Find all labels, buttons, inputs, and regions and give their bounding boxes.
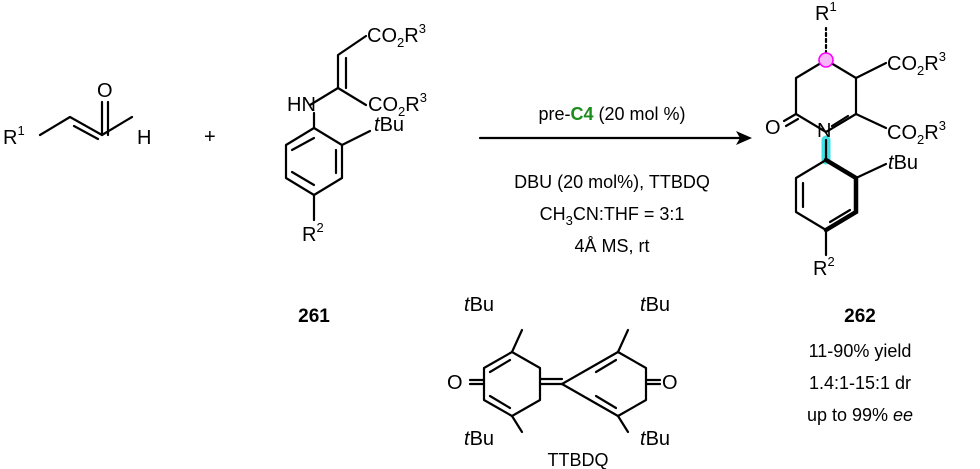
stereocenter-highlight <box>818 52 834 68</box>
261-tbu-label: tBu <box>374 114 404 136</box>
result-dr: 1.4:1-15:1 dr <box>809 373 911 393</box>
reaction-arrow <box>478 131 752 145</box>
ttbdq-tbu-bottom-right: tBu <box>640 428 670 450</box>
261-nh-label: HN <box>287 94 316 116</box>
result-yield: 11-90% yield <box>809 341 912 361</box>
enal-oxygen-label: O <box>97 80 113 102</box>
262-tbu-label: tBu <box>888 152 918 174</box>
condition-catalyst: pre-C4 (20 mol %) <box>538 104 685 124</box>
ttbdq-oxygen-left: O <box>447 372 463 394</box>
plus-sign: + <box>204 126 216 148</box>
condition-base-oxidant: DBU (20 mol%), TTBDQ <box>514 172 710 192</box>
261-ester-top-label: CO2R3 <box>367 21 426 50</box>
ttbdq-tbu-top-right: tBu <box>640 294 670 316</box>
262-nitrogen-label: N <box>817 120 831 142</box>
261-r2-label: R2 <box>302 220 324 246</box>
262-r2-label: R2 <box>813 254 835 280</box>
enal-hydrogen-label: H <box>137 127 151 149</box>
ttbdq-name: TTBDQ <box>548 450 609 469</box>
ttbdq-oxygen-right: O <box>662 372 678 394</box>
condition-additive-temp: 4Å MS, rt <box>574 236 649 256</box>
262-r1-label: R1 <box>815 0 837 25</box>
262-ester-top-label: CO2R3 <box>887 49 946 78</box>
enamine-reactant-261: CO2R3 CO2R3 HN tBu R2 261 <box>284 21 427 327</box>
product-262: R1 CO2R3 CO2R3 O N tBu R2 262 11-90% yie… <box>765 0 946 425</box>
262-oxygen-label: O <box>765 117 781 139</box>
compound-262-number: 262 <box>844 306 876 327</box>
262-ester-bottom-label: CO2R3 <box>887 118 946 147</box>
compound-261-number: 261 <box>298 306 330 327</box>
enal-r1-label: R1 <box>3 123 25 149</box>
ttbdq-structure: tBu tBu tBu tBu O O TTBDQ <box>447 294 678 469</box>
ttbdq-tbu-top-left: tBu <box>464 294 494 316</box>
result-ee: up to 99% ee <box>807 405 913 425</box>
261-ester-mid-label: CO2R3 <box>368 90 427 119</box>
enal-reactant: R1 O H <box>3 80 151 149</box>
condition-solvent: CH3CN:THF = 3:1 <box>540 204 685 228</box>
ttbdq-tbu-bottom-left: tBu <box>464 428 494 450</box>
